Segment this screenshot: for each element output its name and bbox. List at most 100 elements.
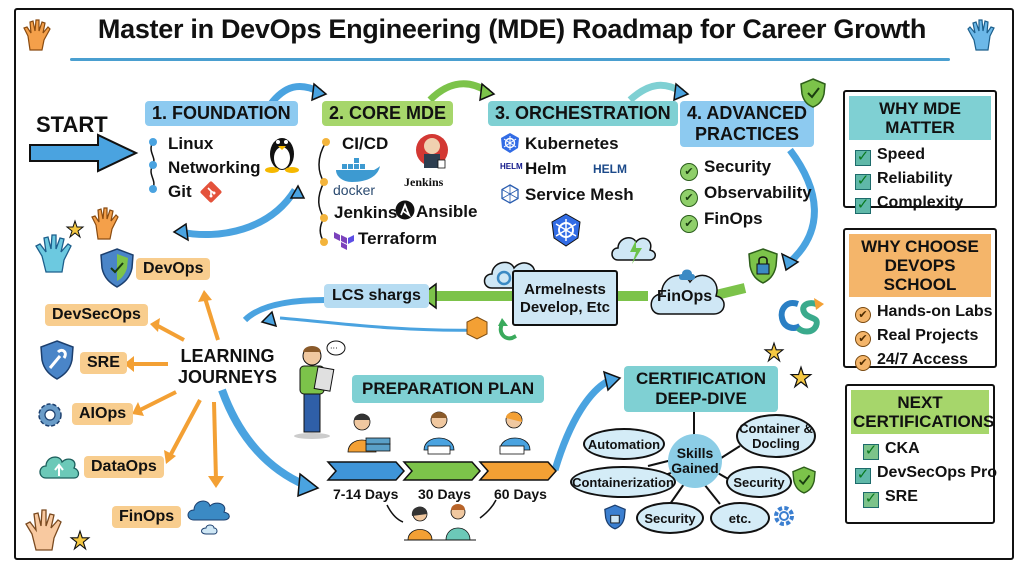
star-icon bbox=[69, 529, 91, 551]
cloud-cycle-icon bbox=[187, 500, 230, 535]
checkbox-icon: ✓ bbox=[863, 442, 879, 460]
docker-logo-text: docker bbox=[333, 182, 376, 198]
cloud-finops-icon bbox=[650, 269, 725, 315]
page-title: Master in DevOps Engineering (MDE) Roadm… bbox=[97, 14, 927, 44]
why-school-title-line2: DEVOPS SCHOOL bbox=[883, 256, 957, 294]
shield-wrench-icon bbox=[40, 340, 74, 380]
core-mde-item: CI/CD bbox=[342, 134, 389, 153]
why-mde-item-label: Reliability bbox=[877, 170, 953, 187]
journey-sre: SRE bbox=[80, 352, 127, 374]
why-mde-item: ✓Complexity bbox=[845, 192, 995, 216]
why-school-item-label: Hands-on Labs bbox=[877, 303, 993, 320]
core-mde-item: Jenkins bbox=[334, 203, 398, 222]
service-mesh-icon bbox=[501, 184, 519, 204]
next-cert-item: ✓SRE bbox=[847, 486, 993, 510]
advanced-item: ✔ Security bbox=[680, 157, 771, 181]
chevron-step-1 bbox=[326, 461, 406, 481]
check-icon: ✔ bbox=[680, 163, 698, 181]
blue-hand-icon bbox=[967, 19, 995, 51]
stage-orchestration-label: 3. ORCHESTRATION bbox=[488, 101, 678, 126]
terraform-icon bbox=[334, 232, 354, 250]
checkbox-icon: ✓ bbox=[863, 490, 879, 508]
cloud-lightning-icon bbox=[611, 237, 656, 264]
timeline-chevrons bbox=[326, 461, 558, 481]
orange-hand-icon bbox=[23, 19, 51, 51]
checkbox-icon: ✓ bbox=[855, 466, 871, 484]
plan-step-label: 60 Days bbox=[494, 486, 547, 502]
core-mde-item: Terraform bbox=[358, 229, 438, 248]
orange-hand-icon bbox=[91, 207, 119, 240]
flow-left-label: LCS shargs bbox=[324, 284, 429, 308]
skill-bubble: Container & Docling bbox=[736, 414, 816, 458]
learning-journeys-line1: LEARNING bbox=[180, 346, 275, 366]
jenkins-logo-text: Jenkins bbox=[404, 175, 444, 189]
helm-logo: HELM bbox=[593, 162, 627, 176]
shield-check-icon bbox=[800, 78, 826, 108]
foundation-item: Git bbox=[168, 182, 192, 201]
chevron-step-2 bbox=[402, 461, 482, 481]
stage-advanced-line2: PRACTICES bbox=[695, 124, 800, 144]
why-school-item: ✔ Hands-on Labs bbox=[845, 301, 995, 325]
blue-hand-icon bbox=[35, 234, 72, 273]
kubernetes-icon bbox=[501, 133, 519, 153]
certification-title: CERTIFICATION DEEP-DIVE bbox=[624, 366, 779, 412]
flow-center-box: Armelnests Develop, Etc bbox=[512, 270, 618, 326]
next-certs-title: NEXT CERTIFICATIONS bbox=[851, 390, 995, 434]
check-icon: ✔ bbox=[855, 331, 871, 347]
timeline-connector bbox=[318, 138, 330, 246]
skill-bubble: Security bbox=[726, 466, 792, 498]
orange-cube-icon bbox=[466, 316, 488, 340]
kubernetes-wheel-icon bbox=[551, 213, 581, 247]
learning-journeys-line2: JOURNEYS bbox=[178, 367, 278, 387]
jenkins-mascot-icon bbox=[416, 134, 448, 169]
refresh-arrow-icon bbox=[498, 318, 517, 341]
svg-text:···: ··· bbox=[330, 344, 338, 353]
start-arrow bbox=[29, 133, 139, 173]
learning-journeys-label: LEARNING JOURNEYS bbox=[178, 346, 277, 388]
helm-small-icon: HELM bbox=[500, 162, 523, 171]
why-mde-item: ✓ Reliability bbox=[845, 168, 995, 192]
check-icon: ✔ bbox=[855, 307, 871, 323]
students-illustration bbox=[347, 411, 531, 455]
next-certs-title-line2: CERTIFICATIONS bbox=[853, 412, 995, 431]
title-underline bbox=[70, 58, 950, 61]
why-mde-title: WHY MDE MATTER bbox=[849, 96, 991, 140]
advanced-item-label: FinOps bbox=[704, 209, 763, 228]
skill-bubble: Security bbox=[636, 502, 704, 534]
diagram-frame bbox=[14, 8, 1014, 560]
shield-lock-icon bbox=[748, 248, 778, 284]
ansible-icon bbox=[395, 200, 415, 220]
advanced-item-label: Observability bbox=[704, 183, 812, 202]
stage-core-mde-label: 2. CORE MDE bbox=[322, 101, 454, 126]
why-school-item-label: 24/7 Access bbox=[877, 351, 969, 368]
journey-dataops: DataOps bbox=[84, 456, 164, 478]
orchestration-item: Service Mesh bbox=[525, 185, 634, 204]
checkbox-icon: ✓ bbox=[855, 172, 871, 190]
skill-bubble: etc. bbox=[710, 502, 770, 534]
advanced-item-label: Security bbox=[704, 157, 772, 176]
star-icon bbox=[65, 219, 85, 239]
certification-title-line2: DEEP-DIVE bbox=[655, 389, 747, 408]
stage-advanced-label: 4. ADVANCED PRACTICES bbox=[680, 101, 815, 147]
chevron-step-3 bbox=[478, 461, 558, 481]
skills-hub-line1: Skills bbox=[676, 445, 714, 461]
gear-icon bbox=[38, 403, 62, 427]
why-mde-box: WHY MDE MATTER ✓Speed ✓Reliability ✓Comp… bbox=[843, 90, 997, 214]
journey-finops: FinOps bbox=[112, 506, 182, 528]
skills-hub-line2: Gained bbox=[671, 460, 719, 476]
linux-penguin-icon bbox=[265, 138, 299, 173]
why-school-item: ✔24/7 Access bbox=[845, 349, 995, 373]
journey-devsecops: DevSecOps bbox=[45, 304, 148, 326]
foundation-item: Linux bbox=[168, 134, 214, 153]
plan-step-label: 7-14 Days bbox=[333, 486, 399, 502]
journey-aiops: AIOps bbox=[72, 403, 134, 425]
why-school-item: ✔ Real Projects bbox=[845, 325, 995, 349]
orchestration-item: Helm bbox=[525, 159, 567, 178]
skill-bubble: Containerization bbox=[570, 466, 676, 498]
cloud-upload-icon bbox=[39, 456, 80, 479]
checkbox-icon: ✓ bbox=[855, 196, 871, 214]
why-school-box: WHY CHOOSE DEVOPS SCHOOL ✔Hands-on Labs … bbox=[843, 228, 997, 371]
why-school-item-label: Real Projects bbox=[877, 327, 979, 344]
next-certs-title-line1: NEXT bbox=[897, 393, 943, 412]
